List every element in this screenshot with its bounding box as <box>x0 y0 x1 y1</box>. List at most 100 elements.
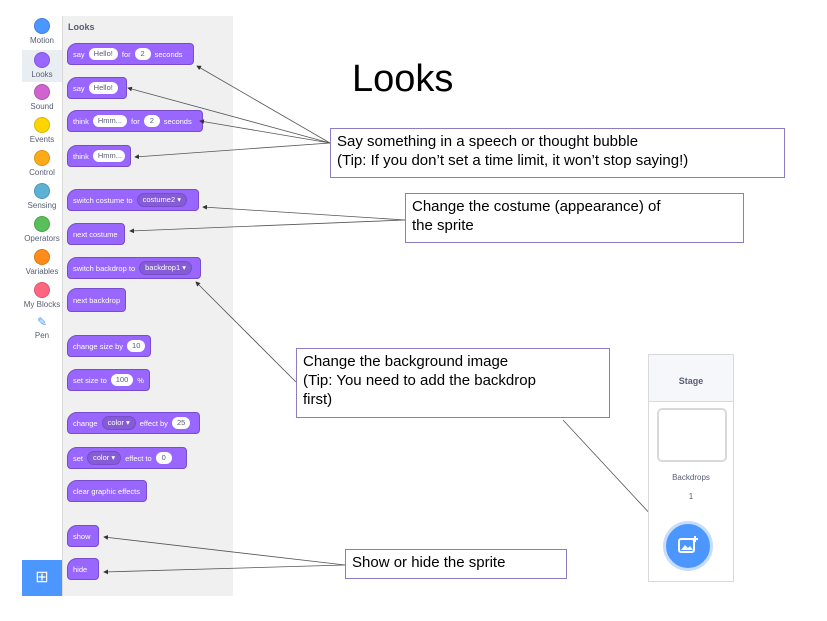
message-input[interactable]: Hello! <box>88 48 118 60</box>
add-extension-button[interactable]: ⊞ <box>22 560 62 596</box>
block-text: next costume <box>73 229 118 239</box>
change-size-block[interactable]: change size by 10 <box>67 335 151 357</box>
block-text: next backdrop <box>73 295 121 305</box>
block-text: think <box>73 151 89 161</box>
effect-value-input[interactable]: 0 <box>155 452 172 464</box>
category-label: Sound <box>30 102 54 111</box>
effect-amount-input[interactable]: 25 <box>171 417 191 429</box>
note-line: (Tip: If you don’t set a time limit, it … <box>337 152 689 169</box>
costume-note: Change the costume (appearance) of the s… <box>405 193 744 243</box>
looks-dot-icon <box>34 52 50 68</box>
block-text: set <box>73 453 84 463</box>
operators-dot-icon <box>34 216 50 232</box>
think-for-seconds-block[interactable]: think Hmm... for 2 seconds <box>67 110 203 132</box>
show-block[interactable]: show <box>67 525 99 547</box>
note-line: first) <box>303 391 333 408</box>
category-variables[interactable]: Variables <box>22 249 62 281</box>
category-sound[interactable]: Sound <box>22 84 62 116</box>
block-text: say <box>73 83 85 93</box>
next-backdrop-block[interactable]: next backdrop <box>67 288 126 312</box>
category-events[interactable]: Events <box>22 117 62 149</box>
seconds-input[interactable]: 2 <box>134 48 151 60</box>
arrow-to-switch-costume <box>202 204 406 221</box>
message-input[interactable]: Hmm... <box>92 115 128 127</box>
motion-dot-icon <box>34 18 50 34</box>
say-for-seconds-block[interactable]: say Hello! for 2 seconds <box>67 43 194 65</box>
category-sensing[interactable]: Sensing <box>22 183 62 215</box>
switch-costume-block[interactable]: switch costume to costume2 ▾ <box>67 189 199 211</box>
sensing-dot-icon <box>34 183 50 199</box>
backdrop-dropdown[interactable]: backdrop1 ▾ <box>139 261 192 275</box>
note-line: Say something in a speech or thought bub… <box>337 133 639 150</box>
size-change-input[interactable]: 10 <box>127 340 145 352</box>
block-text: % <box>137 375 144 385</box>
note-line: Change the background image <box>303 353 509 370</box>
costume-dropdown[interactable]: costume2 ▾ <box>136 193 187 207</box>
slide-title: Looks <box>352 58 454 100</box>
my-blocks-dot-icon <box>34 282 50 298</box>
block-text: switch backdrop to <box>73 263 136 273</box>
block-text: clear graphic effects <box>73 486 140 496</box>
category-label: My Blocks <box>23 300 61 309</box>
block-text: set size to <box>73 375 107 385</box>
category-label: Pen <box>34 331 50 340</box>
block-text: show <box>73 531 91 541</box>
next-costume-block[interactable]: next costume <box>67 223 125 245</box>
block-text: seconds <box>163 116 192 126</box>
choose-backdrop-icon <box>678 536 698 553</box>
block-text: for <box>121 49 131 59</box>
stage-panel[interactable]: Stage Backdrops 1 <box>648 354 734 582</box>
category-control[interactable]: Control <box>22 150 62 182</box>
stage-thumbnail[interactable] <box>657 408 727 462</box>
sound-dot-icon <box>34 84 50 100</box>
add-extension-icon: ⊞ <box>35 569 49 586</box>
stage-title: Stage <box>649 355 733 402</box>
category-looks[interactable]: Looks <box>22 50 62 82</box>
seconds-input[interactable]: 2 <box>143 115 160 127</box>
think-block[interactable]: think Hmm... <box>67 145 131 167</box>
category-pen[interactable]: ✎ Pen <box>22 315 62 347</box>
block-text: for <box>131 116 140 126</box>
switch-backdrop-block[interactable]: switch backdrop to backdrop1 ▾ <box>67 257 201 279</box>
category-label: Events <box>29 135 55 144</box>
note-line: Show or hide the sprite <box>352 554 506 571</box>
variables-dot-icon <box>34 249 50 265</box>
events-dot-icon <box>34 117 50 133</box>
category-label: Motion <box>29 36 54 45</box>
block-text: say <box>73 49 85 59</box>
message-input[interactable]: Hello! <box>88 82 118 94</box>
size-input[interactable]: 100 <box>110 374 134 386</box>
say-block[interactable]: say Hello! <box>67 77 127 99</box>
set-size-block[interactable]: set size to 100 % <box>67 369 150 391</box>
category-sidebar: Motion Looks Sound Events Control Sensin… <box>22 16 63 596</box>
set-effect-block[interactable]: set color ▾ effect to 0 <box>67 447 187 469</box>
category-my-blocks[interactable]: My Blocks <box>22 282 62 314</box>
category-operators[interactable]: Operators <box>22 216 62 248</box>
category-label: Control <box>29 168 55 177</box>
backdrops-label: Backdrops <box>672 473 710 482</box>
effect-dropdown[interactable]: color ▾ <box>87 451 122 465</box>
block-text: effect by <box>139 418 168 428</box>
block-text: seconds <box>154 49 183 59</box>
backdrop-note: Change the background image (Tip: You ne… <box>296 348 610 418</box>
note-line: (Tip: You need to add the backdrop <box>303 372 536 389</box>
speech-note: Say something in a speech or thought bub… <box>330 128 785 178</box>
message-input[interactable]: Hmm... <box>92 150 125 162</box>
category-label: Operators <box>24 234 60 243</box>
category-motion[interactable]: Motion <box>22 18 62 50</box>
hide-block[interactable]: hide <box>67 558 99 580</box>
clear-graphic-effects-block[interactable]: clear graphic effects <box>67 480 147 502</box>
block-text: change size by <box>73 341 124 351</box>
note-line: Change the costume (appearance) of <box>412 198 661 215</box>
category-label: Variables <box>25 267 59 276</box>
choose-backdrop-button[interactable] <box>663 521 713 571</box>
show-hide-note: Show or hide the sprite <box>345 549 567 579</box>
category-label: Sensing <box>27 201 57 210</box>
effect-dropdown[interactable]: color ▾ <box>101 416 136 430</box>
note-line: the sprite <box>412 217 474 234</box>
block-text: effect to <box>125 453 152 463</box>
change-effect-block[interactable]: change color ▾ effect by 25 <box>67 412 200 434</box>
connector-to-backdrop-button <box>562 419 654 518</box>
block-text: switch costume to <box>73 195 133 205</box>
block-text: hide <box>73 564 88 574</box>
